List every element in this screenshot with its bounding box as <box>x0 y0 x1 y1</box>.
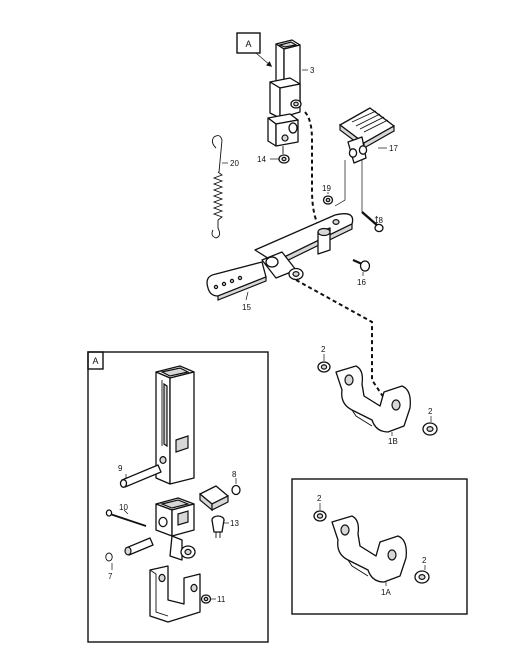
part-16-bolt <box>352 258 371 272</box>
part-1a-bracket <box>313 510 430 584</box>
part-9-pin <box>119 464 162 488</box>
callout-1a: 1A <box>381 588 391 597</box>
callout-14: 14 <box>257 155 266 164</box>
callout-20: 20 <box>230 159 239 168</box>
callout-1b: 1B <box>388 437 398 446</box>
callout-2-upper-right: 2 <box>428 407 433 416</box>
part-3-upright-tube <box>267 39 302 154</box>
callout-13: 13 <box>230 519 239 528</box>
detail-a-sleeve-block <box>155 497 196 561</box>
part-1b-bracket <box>317 361 438 436</box>
callout-8: 8 <box>232 470 237 479</box>
part-20-spring <box>211 135 224 239</box>
callout-a-label: A <box>245 39 251 49</box>
callout-3: 3 <box>310 66 315 75</box>
callout-7: 7 <box>108 572 113 581</box>
detail-a-tube <box>155 365 195 485</box>
detail-a-u-bracket <box>149 565 201 623</box>
detail-a-callout-box: A <box>236 32 273 67</box>
callout-15: 15 <box>242 303 251 312</box>
callout-10: 10 <box>119 503 128 512</box>
callout-2-upper-left: 2 <box>321 345 326 354</box>
part-18-bolt <box>361 211 384 233</box>
part-11-nut <box>200 594 212 604</box>
callout-2-lower-left: 2 <box>317 494 322 503</box>
callout-2-lower-right: 2 <box>422 556 427 565</box>
part-10-bolt <box>105 509 147 527</box>
part-19-nut <box>322 195 334 205</box>
callout-17: 17 <box>389 144 398 153</box>
part-14-nut <box>278 154 290 164</box>
part-8-knob <box>199 484 241 512</box>
part-13-knob <box>211 515 225 538</box>
detail-a-frame: A <box>87 351 269 643</box>
part-15-pedal-arm <box>206 213 354 301</box>
assembly-path-bracket-1b <box>295 279 385 399</box>
detail-a-label: A <box>92 356 98 366</box>
callout-16: 16 <box>357 278 366 287</box>
part-17-pedal-pad <box>339 107 395 164</box>
callout-18: 18 <box>374 216 383 225</box>
detail-1a-frame <box>291 478 468 615</box>
assembly-path-tube <box>304 111 323 233</box>
callout-9: 9 <box>118 464 123 473</box>
assembly-path-pad-left <box>334 160 346 207</box>
callout-11: 11 <box>217 595 226 604</box>
part-7-pin <box>105 537 154 562</box>
callout-19: 19 <box>322 184 331 193</box>
